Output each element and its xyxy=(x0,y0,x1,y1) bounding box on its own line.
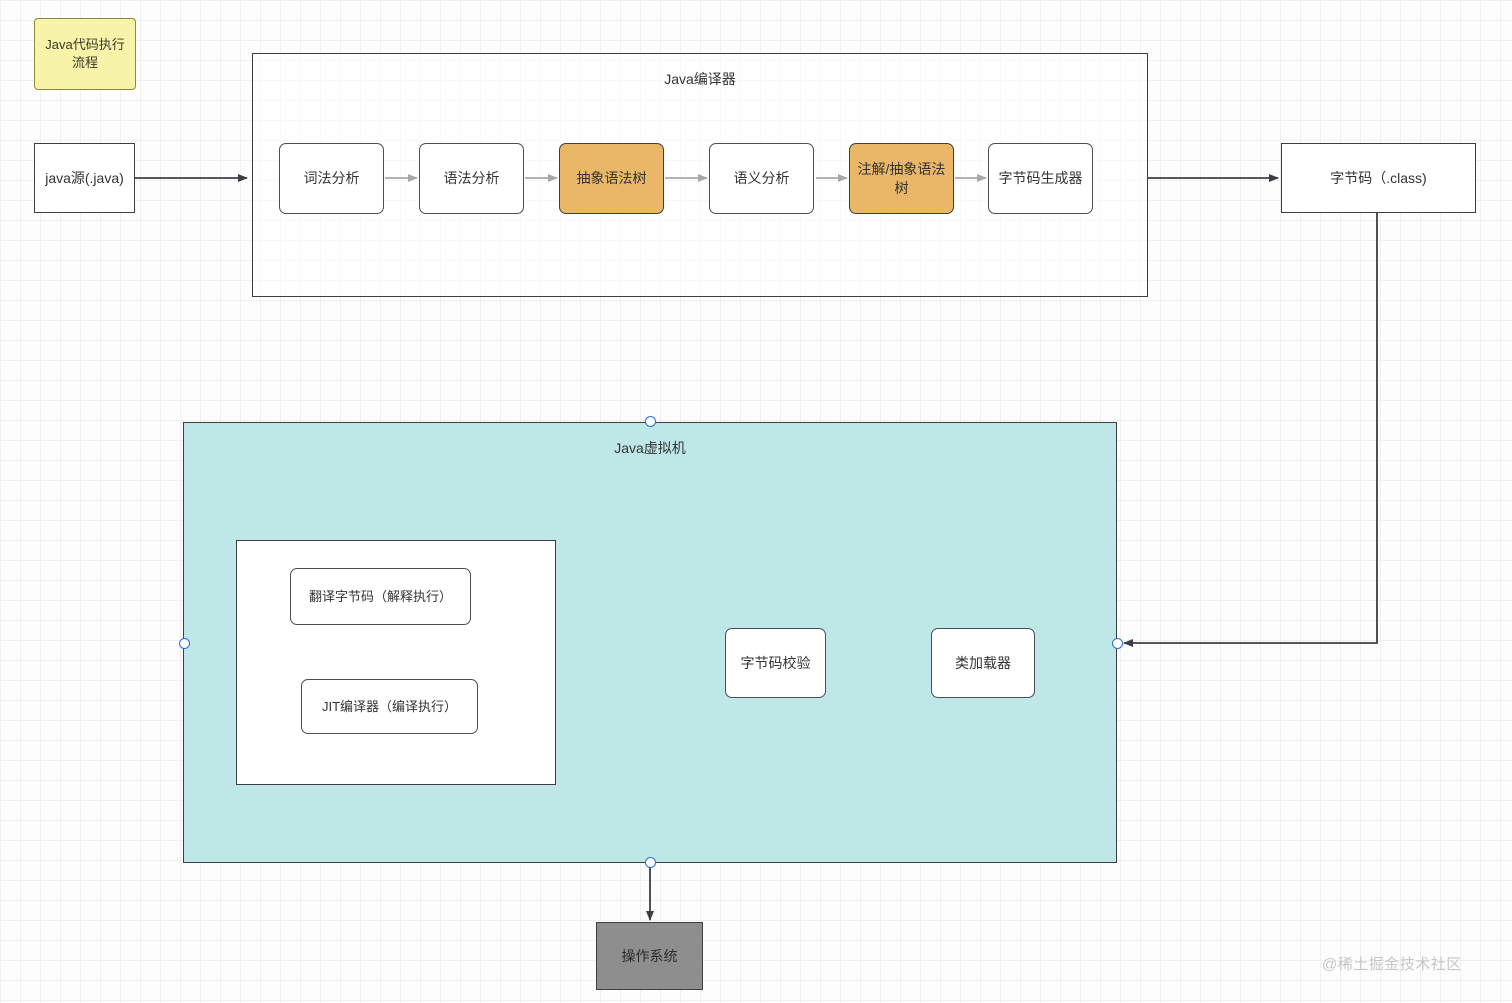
node-compiler-stage-syntax[interactable]: 语法分析 xyxy=(419,143,524,214)
node-bytecode-class-label: 字节码（.class) xyxy=(1330,169,1427,186)
node-compiler-stage-annotated-ast[interactable]: 注解/抽象语法树 xyxy=(849,143,954,214)
watermark: @稀土掘金技术社区 xyxy=(1322,953,1462,974)
node-compiler-stage-semantic[interactable]: 语义分析 xyxy=(709,143,814,214)
node-compiler-stage-ast[interactable]: 抽象语法树 xyxy=(559,143,664,214)
sticky-note-title[interactable]: Java代码执行流程 xyxy=(34,18,136,90)
node-compiler-stage-ast-label: 抽象语法树 xyxy=(576,170,647,187)
node-bytecode-class[interactable]: 字节码（.class) xyxy=(1281,143,1476,213)
node-java-source[interactable]: java源(.java) xyxy=(34,143,135,213)
node-jit-compiler[interactable]: JIT编译器（编译执行） xyxy=(301,679,478,734)
selection-handle-jvm-right[interactable] xyxy=(1111,637,1123,649)
container-jvm-title: Java虚拟机 xyxy=(614,440,686,456)
node-java-source-label: java源(.java) xyxy=(45,169,124,186)
node-jit-compiler-label: JIT编译器（编译执行） xyxy=(321,698,458,714)
selection-handle-jvm-top[interactable] xyxy=(644,415,656,427)
selection-handle-jvm-left[interactable] xyxy=(178,637,190,649)
node-compiler-stage-lexical[interactable]: 词法分析 xyxy=(279,143,384,214)
node-operating-system-label: 操作系统 xyxy=(621,947,678,964)
watermark-text: @稀土掘金技术社区 xyxy=(1322,956,1462,973)
node-bytecode-verifier[interactable]: 字节码校验 xyxy=(725,628,826,698)
node-interpreter[interactable]: 翻译字节码（解释执行） xyxy=(290,568,471,625)
sticky-note-label: Java代码执行流程 xyxy=(45,37,125,70)
node-compiler-stage-semantic-label: 语义分析 xyxy=(733,170,790,187)
node-compiler-stage-syntax-label: 语法分析 xyxy=(443,170,500,187)
node-compiler-stage-annotated-ast-label: 注解/抽象语法树 xyxy=(857,160,946,196)
selection-handle-jvm-bottom[interactable] xyxy=(644,856,656,868)
node-compiler-stage-lexical-label: 词法分析 xyxy=(303,170,360,187)
node-compiler-stage-bytecode-generator[interactable]: 字节码生成器 xyxy=(988,143,1093,214)
node-bytecode-verifier-label: 字节码校验 xyxy=(740,654,811,671)
node-class-loader-label: 类加载器 xyxy=(955,654,1011,671)
node-operating-system[interactable]: 操作系统 xyxy=(596,922,703,990)
node-compiler-stage-bytecode-generator-label: 字节码生成器 xyxy=(998,170,1083,187)
node-interpreter-label: 翻译字节码（解释执行） xyxy=(308,588,452,604)
node-class-loader[interactable]: 类加载器 xyxy=(931,628,1035,698)
edge-bytecode-to-jvm xyxy=(1123,212,1378,647)
container-java-compiler-title: Java编译器 xyxy=(664,71,736,87)
